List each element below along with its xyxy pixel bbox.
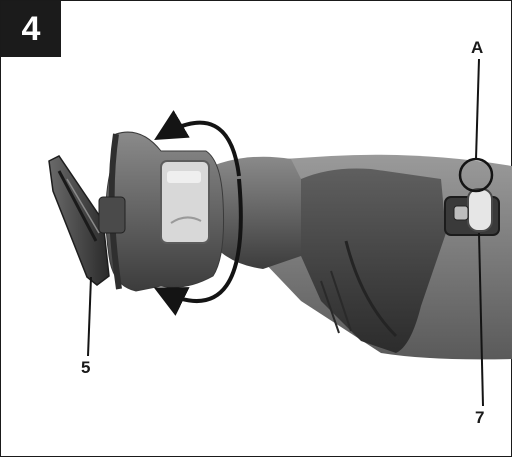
leader-5: [87, 276, 92, 357]
callout-label-5: 5: [81, 358, 91, 377]
callout-label-7: 7: [475, 408, 485, 427]
shoe-plate: [48, 155, 110, 286]
figure-number-badge: 4: [1, 1, 61, 57]
leader-a: [475, 58, 480, 160]
leader-7: [478, 232, 484, 407]
panel-recess: [344, 240, 398, 338]
callout-label-a: A: [471, 38, 484, 57]
rotation-arrow-lower: [153, 178, 243, 316]
side-housing: [301, 168, 446, 353]
grip-neck: [201, 156, 301, 269]
rotation-arrow-upper: [154, 110, 241, 177]
locking-lever: [467, 188, 493, 232]
